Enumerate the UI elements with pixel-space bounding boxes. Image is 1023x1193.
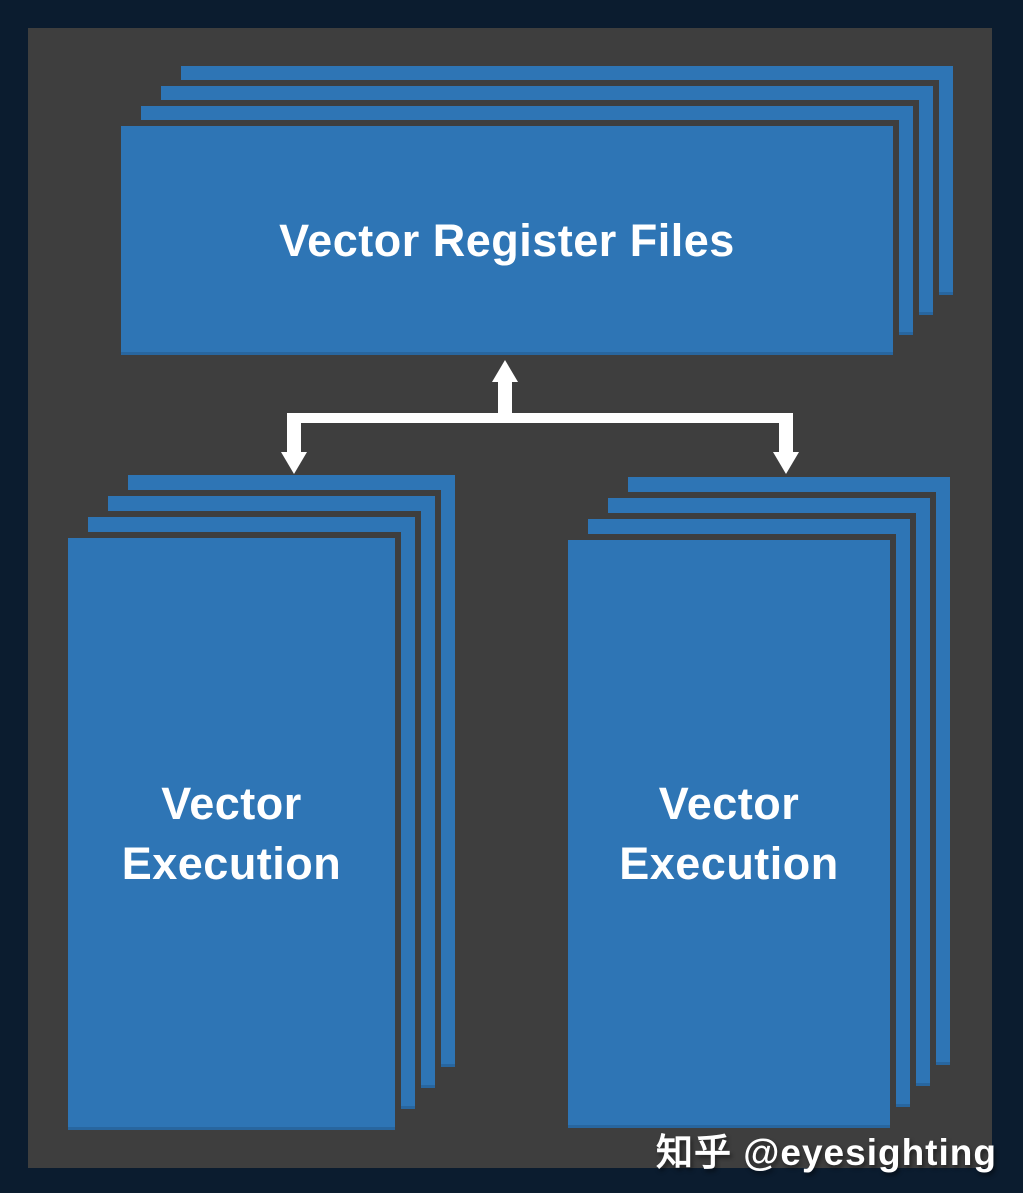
diagram-panel: Vector Register Files Vector Execution V: [28, 28, 992, 1168]
up-arrow-shaft: [498, 382, 512, 423]
execution-right-box: Vector Execution: [562, 534, 896, 1134]
execution-left-line2: Execution: [121, 838, 342, 889]
execution-right-line1: Vector: [658, 778, 800, 829]
left-down-arrow-icon: [281, 452, 307, 474]
execution-left-label: Vector Execution: [122, 774, 342, 894]
connector-bar: [287, 413, 793, 423]
register-files-box: Vector Register Files: [115, 120, 899, 361]
left-down-arrow-shaft: [287, 413, 301, 452]
register-files-label: Vector Register Files: [279, 214, 735, 266]
watermark: 知乎 @eyesighting: [656, 1132, 997, 1173]
execution-right-line2: Execution: [619, 838, 839, 889]
execution-right-label: Vector Execution: [619, 774, 839, 894]
right-down-arrow-shaft: [779, 413, 793, 452]
execution-left-box: Vector Execution: [62, 532, 401, 1136]
execution-left-line1: Vector: [161, 778, 302, 829]
up-arrow-icon: [492, 360, 518, 382]
right-down-arrow-icon: [773, 452, 799, 474]
